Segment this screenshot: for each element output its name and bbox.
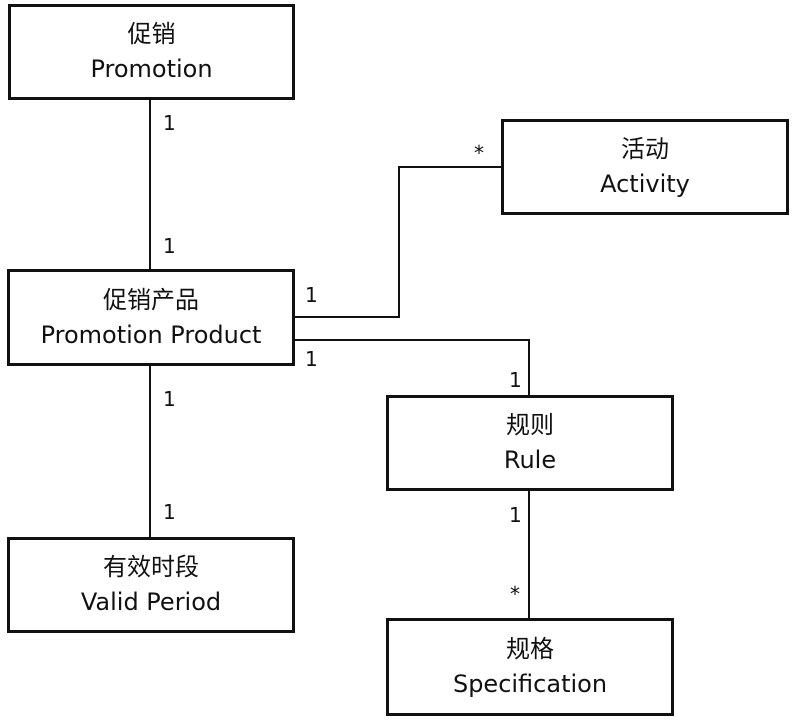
- promotion-product-box: 促销产品 Promotion Product: [7, 269, 295, 366]
- promotion-box: 促销 Promotion: [8, 4, 295, 100]
- promotion-zh-label: 促销: [127, 20, 176, 48]
- activity-en-label: Activity: [600, 170, 690, 198]
- activity-box: 活动 Activity: [501, 119, 789, 215]
- specification-box: 规格 Specification: [386, 618, 674, 716]
- valid-period-box: 有效时段 Valid Period: [7, 537, 295, 633]
- promotion-product-en-label: Promotion Product: [40, 320, 262, 349]
- multiplicity-product-activity-end: 1: [305, 283, 318, 307]
- multiplicity-activity-end: *: [474, 141, 484, 165]
- valid-period-zh-label: 有效时段: [103, 553, 199, 581]
- specification-zh-label: 规格: [506, 635, 554, 663]
- multiplicity-product-top-end: 1: [163, 234, 176, 258]
- multiplicity-product-rule-end: 1: [305, 347, 318, 371]
- promotion-en-label: Promotion: [90, 55, 213, 83]
- multiplicity-promotion-end: 1: [163, 111, 176, 135]
- rule-box: 规则 Rule: [386, 395, 674, 491]
- multiplicity-rule-bottom-end: 1: [509, 503, 522, 527]
- product-rule-link: [294, 339, 530, 397]
- multiplicity-rule-top-end: 1: [509, 368, 522, 392]
- rule-zh-label: 规则: [506, 411, 554, 439]
- multiplicity-product-bottom-end: 1: [163, 387, 176, 411]
- valid-period-en-label: Valid Period: [80, 588, 222, 616]
- activity-zh-label: 活动: [621, 135, 669, 163]
- product-activity-link: [294, 166, 503, 318]
- rule-en-label: Rule: [503, 446, 557, 474]
- multiplicity-spec-end: *: [510, 582, 520, 606]
- multiplicity-period-end: 1: [163, 500, 176, 524]
- specification-en-label: Specification: [452, 670, 608, 698]
- promotion-product-zh-label: 促销产品: [103, 285, 199, 314]
